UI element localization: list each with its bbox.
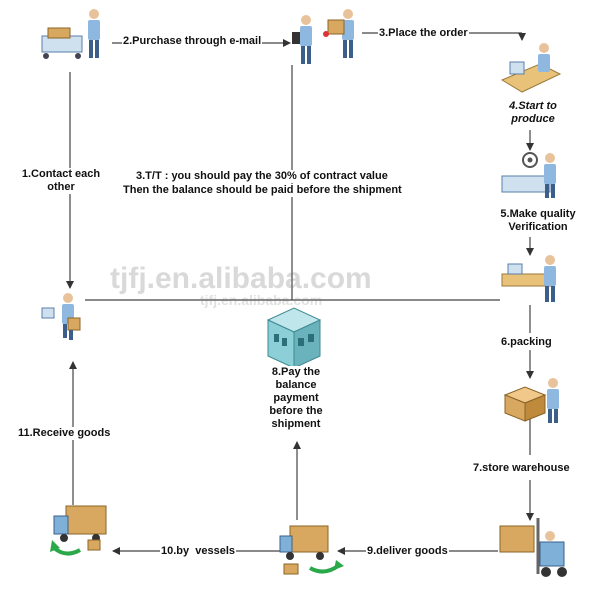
contact-person-cart-icon	[41, 9, 100, 59]
step-9-label: 9.deliver goods	[366, 545, 449, 558]
step-2-label: 2.Purchase through e-mail	[122, 35, 263, 48]
step-5-label: 5.Make quality Verification	[492, 208, 584, 234]
step-4-label: 4.Start to produce	[497, 100, 569, 126]
step-7-label: 7.store warehouse	[472, 462, 571, 475]
forklift-icon	[499, 518, 567, 577]
warehouse-boxes-icon	[503, 378, 559, 423]
packing-worker-icon	[501, 255, 556, 302]
payment-note-line1: 3.T/T : you should pay the 30% of contra…	[135, 170, 389, 183]
production-worker-icon	[500, 43, 562, 93]
step-6-label: 6.packing	[500, 336, 553, 349]
step-8-label: 8.Pay the balance payment before the shi…	[256, 366, 336, 431]
email-person-icon	[292, 15, 312, 64]
step-1-label: 1.Contact each other	[20, 168, 102, 194]
delivery-truck-icon	[279, 525, 344, 575]
order-person-icon	[323, 9, 354, 58]
step-3-label: 3.Place the order	[378, 27, 469, 40]
quality-inspector-icon	[501, 152, 556, 198]
receiving-person-icon	[41, 293, 81, 340]
vessel-truck-icon	[50, 505, 107, 556]
bank-building-icon	[266, 307, 322, 369]
step-10-label: 10.by vessels	[160, 545, 237, 558]
step-11-label: 11.Receive goods	[17, 427, 112, 440]
payment-note-line2: Then the balance should be paid before t…	[122, 184, 403, 197]
